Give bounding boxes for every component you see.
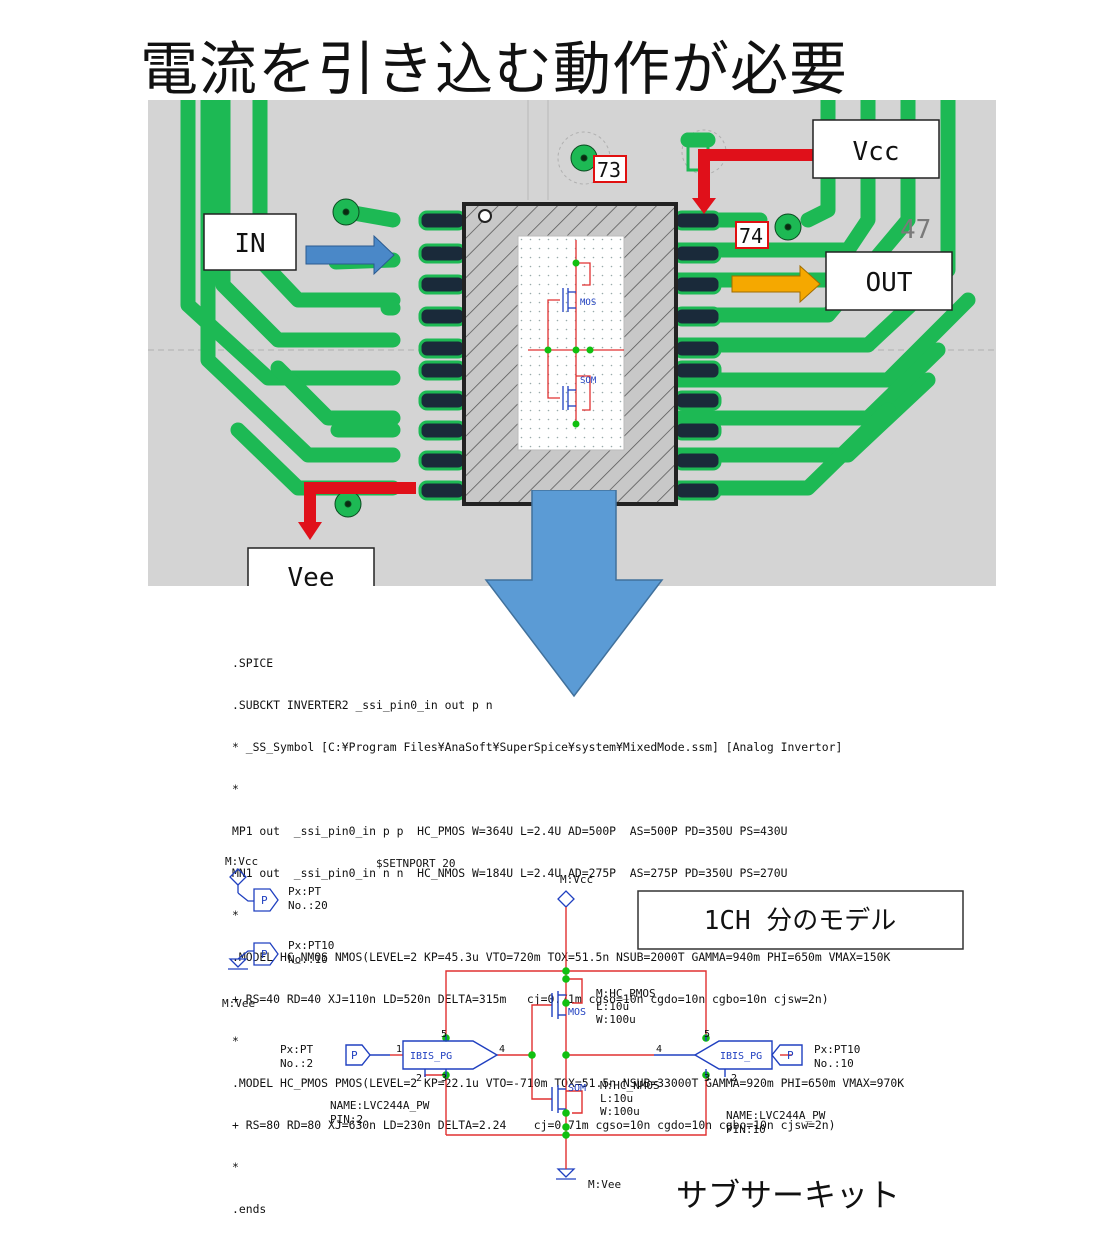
in-arrow <box>305 234 395 276</box>
nmos-tag: SOM <box>568 1083 586 1094</box>
ibis-right-label: IBIS_PG <box>720 1051 762 1062</box>
out-label: OUT <box>866 268 913 298</box>
subcircuit-label: サブサーキット <box>676 1176 901 1214</box>
pin-num-l5: 5 <box>441 1029 447 1040</box>
setnport-label: $SETNPORT 20 <box>376 857 455 870</box>
pin-num-r4: 4 <box>656 1044 662 1055</box>
pin-num-l2: 2 <box>416 1073 422 1084</box>
left-ibis-pin: PIN:2 <box>330 1113 363 1126</box>
in-label: IN <box>234 229 265 259</box>
spice-line: * _SS_Symbol [C:¥Program Files¥AnaSoft¥S… <box>232 740 843 754</box>
mid-vcc-label: M:Vcc <box>560 873 593 886</box>
port-b-no: No.:10 <box>288 953 328 966</box>
ibis-left-label: IBIS_PG <box>410 1051 452 1062</box>
right-port-name: Px:PT10 <box>814 1043 860 1056</box>
pmos-l-label: L:10u <box>596 1000 629 1013</box>
left-port-p-glyph: P <box>351 1049 358 1062</box>
port-a-no: No.:20 <box>288 899 328 912</box>
right-port-no: No.:10 <box>814 1057 854 1070</box>
pin-num-r5: 5 <box>704 1029 710 1040</box>
spice-line: MN1 out _ssi_pin0_in n n HC_NMOS W=184U … <box>232 866 788 880</box>
port-a-name: Px:PT <box>288 885 321 898</box>
left-port-no: No.:2 <box>280 1057 313 1070</box>
pin-num-r2: 2 <box>731 1073 737 1084</box>
pcb-layout-view: MOS SOM 47 73 74 IN Vcc OUT Vee <box>148 100 996 586</box>
spice-line: + RS=40 RD=40 XJ=110n LD=520n DELTA=315m… <box>232 992 829 1006</box>
port-a-p-glyph: P <box>261 894 268 907</box>
vee-label: Vee <box>288 563 335 586</box>
vee-red-arrow <box>304 482 416 524</box>
port-b-p-glyph: P <box>261 948 268 961</box>
subcircuit-schematic: M:Vcc M:Vee P P Px:PT No.:20 Px:PT10 No.… <box>222 855 964 1191</box>
left-vcc-label: M:Vcc <box>225 855 258 868</box>
pcb-drawing: MOS SOM 47 73 74 IN Vcc OUT Vee <box>148 100 996 586</box>
spice-line: * <box>232 908 239 922</box>
nmos-w-label: W:100u <box>600 1105 640 1118</box>
mid-vee-label: M:Vee <box>588 1178 621 1191</box>
big-down-arrow <box>484 490 664 698</box>
right-port-p-glyph: P <box>787 1049 794 1062</box>
pmos-model-label: M:HC_PMOS <box>596 987 656 1000</box>
pin-num-l4: 4 <box>499 1044 505 1055</box>
partial-ref-label: 47 <box>900 215 931 245</box>
out-arrow <box>731 264 821 304</box>
pin-num-r3: 3 <box>704 1073 710 1084</box>
spice-line: MP1 out _ssi_pin0_in p p HC_PMOS W=364U … <box>232 824 788 838</box>
left-vee-label: M:Vee <box>222 997 255 1010</box>
port-b-name: Px:PT10 <box>288 939 334 952</box>
spice-line: * <box>232 1160 239 1174</box>
vcc-red-arrow <box>698 149 813 200</box>
left-port-name: Px:PT <box>280 1043 313 1056</box>
pin-num-l3: 3 <box>441 1073 447 1084</box>
pin-marker-73: 73 <box>597 158 621 182</box>
right-ibis-pin: PIN:10 <box>726 1123 766 1136</box>
spice-line: * <box>232 1034 239 1048</box>
spice-line: .SUBCKT INVERTER2 _ssi_pin0_in out p n <box>232 698 493 712</box>
nmos-model-label: M:HC_NMOS <box>600 1079 660 1092</box>
spice-netlist: .SPICE .SUBCKT INVERTER2 _ssi_pin0_in ou… <box>232 628 992 1230</box>
pmos-tag: MOS <box>568 1007 586 1018</box>
spice-line: + RS=80 RD=80 XJ=630n LD=230n DELTA=2.24… <box>232 1118 836 1132</box>
spice-line: .ends <box>232 1202 267 1216</box>
spice-line: .SPICE <box>232 656 274 670</box>
left-ibis-name: NAME:LVC244A_PW <box>330 1099 430 1112</box>
pcb-mos-bottom-label: SOM <box>580 376 597 386</box>
pcb-mos-top-label: MOS <box>580 298 596 308</box>
spice-line: * <box>232 782 239 796</box>
right-ibis-name: NAME:LVC244A_PW <box>726 1109 826 1122</box>
pin-marker-74: 74 <box>739 224 763 248</box>
pmos-w-label: W:100u <box>596 1013 636 1026</box>
nmos-l-label: L:10u <box>600 1092 633 1105</box>
vcc-label: Vcc <box>853 137 900 167</box>
model-box-label: 1CH 分のモデル <box>704 906 897 936</box>
pin-num-l1: 1 <box>396 1044 402 1055</box>
page-title: 電流を引き込む動作が必要 <box>140 35 849 103</box>
spice-line: .MODEL HC_NMOS NMOS(LEVEL=2 KP=45.3u VTO… <box>232 950 891 964</box>
